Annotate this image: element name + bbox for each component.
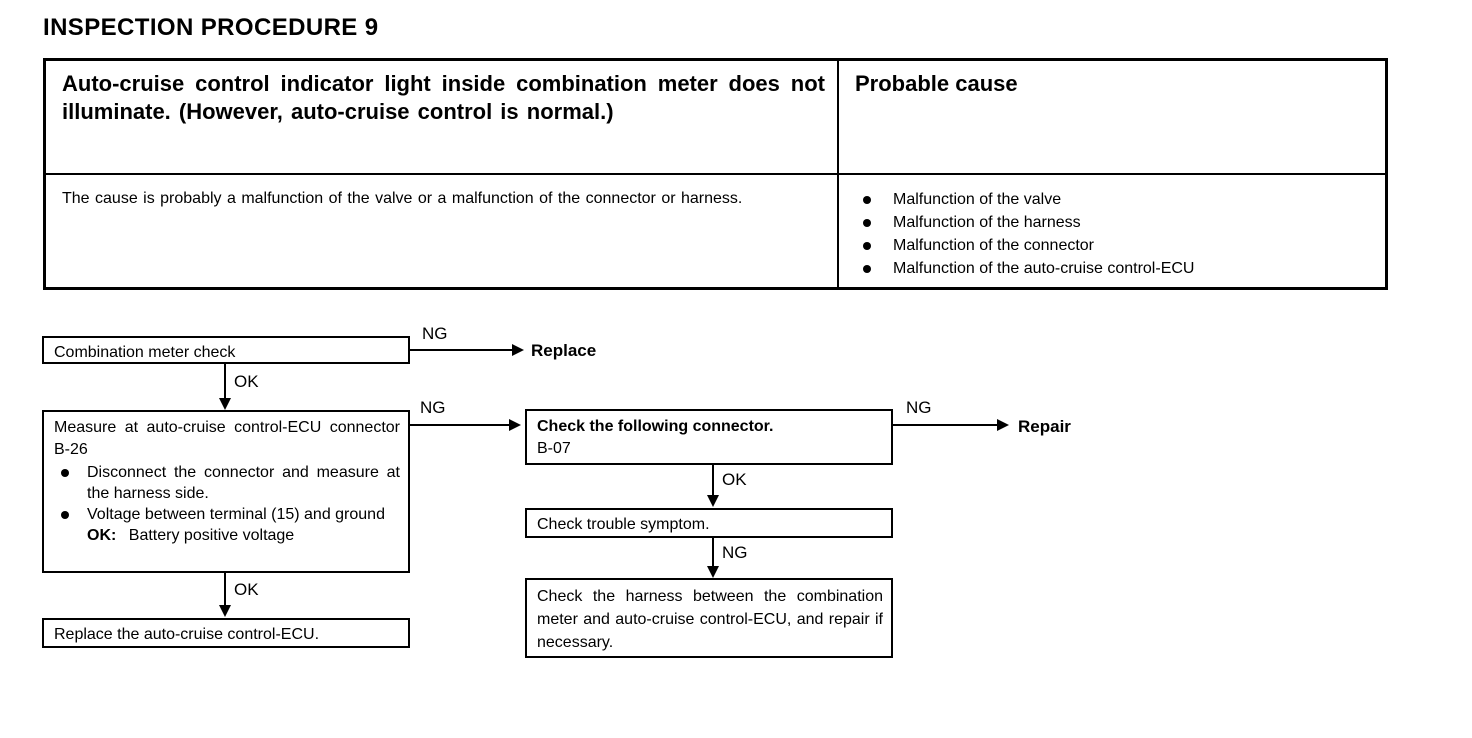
edge-label-ok-connector: OK xyxy=(722,470,747,489)
edge-label-ng-connector: NG xyxy=(906,398,932,417)
symptom-title: Auto-cruise control indicator light insi… xyxy=(62,71,825,124)
flow-node-replace-ecu: Replace the auto-cruise control-ECU. xyxy=(42,618,410,648)
check-harness-text: Check the harness between the combinatio… xyxy=(537,588,883,652)
probable-cause-header-cell: Probable cause xyxy=(839,61,1385,173)
symptom-description-cell: The cause is probably a malfunction of t… xyxy=(46,175,839,287)
edge-line-ng-meter xyxy=(410,349,517,351)
list-item: Voltage between terminal (15) and ground xyxy=(54,504,400,525)
probable-cause-list: Malfunction of the valve Malfunction of … xyxy=(855,188,1373,280)
edge-line-ng-symptom xyxy=(712,538,714,570)
table-body-row: The cause is probably a malfunction of t… xyxy=(46,175,1385,287)
arrow-head-ok-connector xyxy=(707,495,719,507)
edge-label-ng-meter: NG xyxy=(422,324,448,343)
arrow-head-ng-symptom xyxy=(707,566,719,578)
symptom-description: The cause is probably a malfunction of t… xyxy=(62,190,743,207)
edge-line-ok-connector xyxy=(712,465,714,497)
edge-label-ok-meter: OK xyxy=(234,372,259,391)
check-connector-heading: Check the following connector. xyxy=(537,418,774,435)
measure-ecu-bullet-list: Disconnect the connector and measure at … xyxy=(54,462,400,546)
table-header-row: Auto-cruise control indicator light insi… xyxy=(46,61,1385,175)
edge-line-ok-measure xyxy=(224,573,226,607)
flow-terminal-replace: Replace xyxy=(531,341,597,360)
flow-node-measure-ecu: Measure at auto-cruise control-ECU conne… xyxy=(42,410,410,573)
flow-node-check-trouble-symptom: Check trouble symptom. xyxy=(525,508,893,538)
edge-line-ng-measure xyxy=(410,424,513,426)
ok-criterion-value: Battery positive voltage xyxy=(128,527,295,545)
measure-ecu-heading: Measure at auto-cruise control-ECU conne… xyxy=(54,419,400,459)
edge-label-ng-symptom: NG xyxy=(722,543,748,562)
measure-ecu-ok-criterion: OK: Battery positive voltage xyxy=(54,525,400,546)
probable-cause-title: Probable cause xyxy=(855,71,1018,96)
page-title: INSPECTION PROCEDURE 9 xyxy=(43,14,379,41)
arrow-head-ok-measure xyxy=(219,605,231,617)
symptom-header-cell: Auto-cruise control indicator light insi… xyxy=(46,61,839,173)
flow-node-combination-meter-check: Combination meter check xyxy=(42,336,410,364)
list-item: Malfunction of the harness xyxy=(855,211,1373,234)
flow-terminal-repair: Repair xyxy=(1018,417,1071,436)
check-connector-id: B-07 xyxy=(537,440,571,458)
arrow-head-ok-meter xyxy=(219,398,231,410)
edge-label-ng-measure: NG xyxy=(420,398,446,417)
edge-label-ok-measure: OK xyxy=(234,580,259,599)
edge-line-ng-connector xyxy=(893,424,1002,426)
arrow-head-ng-meter xyxy=(512,344,524,356)
edge-line-ok-meter xyxy=(224,364,226,400)
flow-node-check-harness: Check the harness between the combinatio… xyxy=(525,578,893,658)
list-item: Malfunction of the connector xyxy=(855,234,1373,257)
list-item: Disconnect the connector and measure at … xyxy=(54,462,400,504)
list-item: Malfunction of the valve xyxy=(855,188,1373,211)
symptom-cause-table: Auto-cruise control indicator light insi… xyxy=(43,58,1388,290)
ok-criterion-label: OK: xyxy=(87,527,117,545)
probable-cause-list-cell: Malfunction of the valve Malfunction of … xyxy=(839,175,1385,287)
list-item: Malfunction of the auto-cruise control-E… xyxy=(855,257,1373,280)
flow-node-check-connector: Check the following connector. B-07 xyxy=(525,409,893,465)
arrow-head-ng-connector xyxy=(997,419,1009,431)
arrow-head-ng-measure xyxy=(509,419,521,431)
